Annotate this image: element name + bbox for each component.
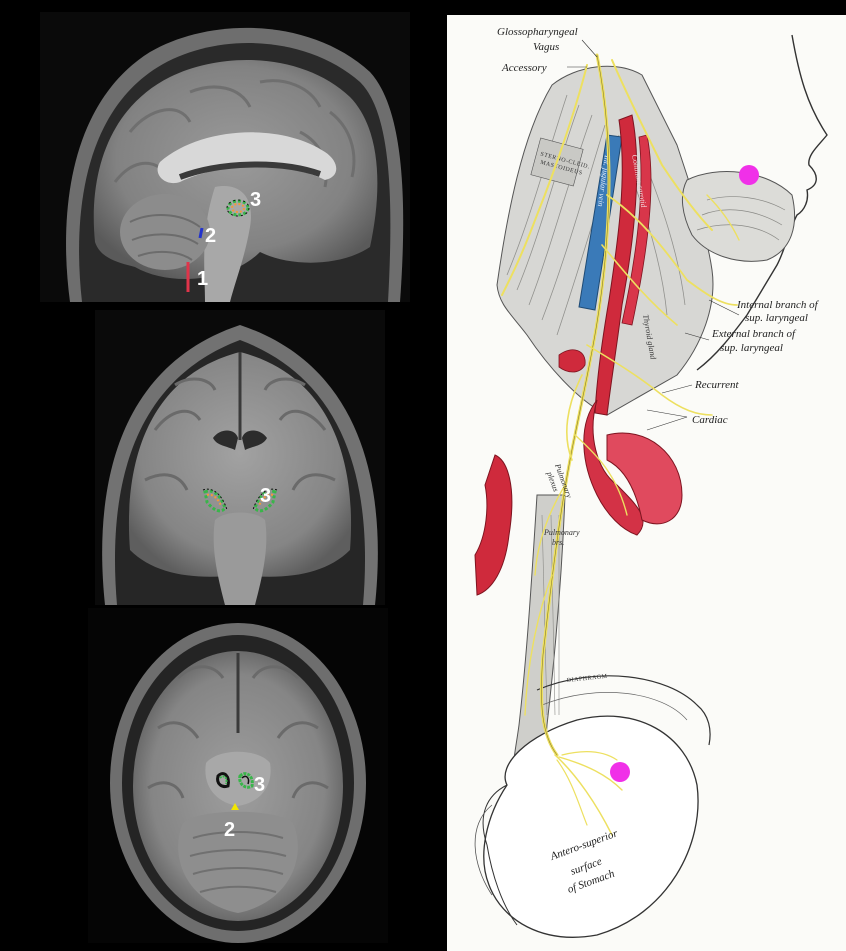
label-diaphragm: DIAPHRAGM [567, 674, 608, 684]
label-accessory: Accessory [501, 62, 547, 74]
label-recurrent: Recurrent [694, 379, 740, 391]
axial-mri-image: 3 2 [88, 608, 388, 943]
label-internal-branch-2: sup. laryngeal [745, 312, 808, 324]
sagittal-label-3: 3 [250, 189, 261, 211]
label-pulmonary-2: brs. [552, 538, 564, 547]
coronal-label-3: 3 [260, 485, 271, 507]
label-glossopharyngeal: Glossopharyngeal [497, 26, 578, 38]
label-external-branch-2: sup. laryngeal [720, 342, 783, 354]
label-cardiac: Cardiac [692, 414, 728, 426]
marker-2-blue [200, 228, 202, 238]
axial-label-2: 2 [224, 819, 235, 841]
label-pulmonary-1: Pulmonary [543, 528, 580, 537]
sagittal-label-1: 1 [197, 268, 208, 290]
sagittal-label-2: 2 [205, 225, 216, 247]
axial-mri-panel: 3 2 [88, 608, 388, 943]
label-internal-branch-1: Internal branch of [736, 299, 820, 311]
vagus-nerve-illustration: STERNO-CLEID. MASTOIDEUS Int. jugular ve… [447, 15, 846, 951]
label-vagus: Vagus [533, 41, 559, 53]
axial-label-3: 3 [254, 774, 265, 796]
magenta-dot-tongue [739, 165, 759, 185]
coronal-mri-panel: 3 [95, 310, 385, 605]
vagus-anatomy-drawing: STERNO-CLEID. MASTOIDEUS Int. jugular ve… [447, 15, 846, 951]
sagittal-mri-image: 1 2 3 [40, 12, 410, 302]
magenta-dot-stomach [610, 762, 630, 782]
label-external-branch-1: External branch of [711, 328, 797, 340]
coronal-mri-image: 3 [95, 310, 385, 605]
sagittal-mri-panel: 1 2 3 [40, 12, 410, 302]
